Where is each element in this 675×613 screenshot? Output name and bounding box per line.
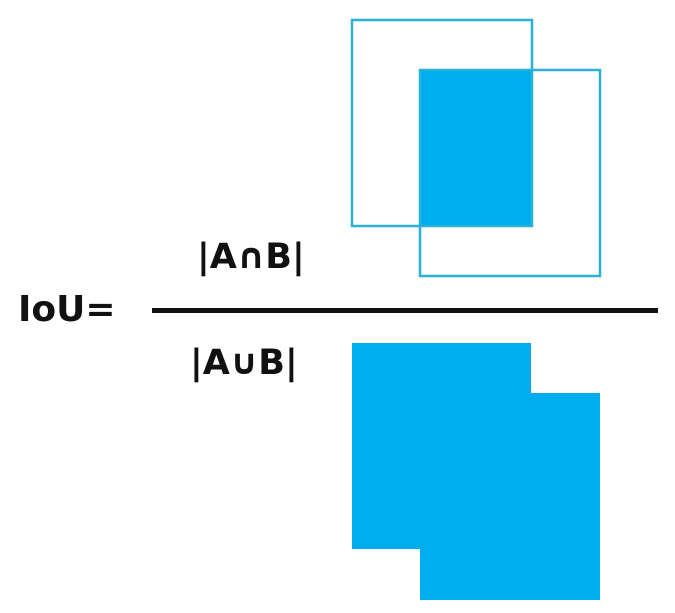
numerator-intersection-label: |A∩B| xyxy=(197,237,305,277)
fraction-bar xyxy=(152,308,658,313)
denominator-union-label: |A∪B| xyxy=(190,343,298,383)
intersection-illustration xyxy=(350,18,602,278)
box-b-outline xyxy=(418,68,602,278)
union-illustration xyxy=(352,343,600,600)
intersection-area xyxy=(420,70,532,226)
union-area xyxy=(352,343,600,600)
box-a-outline xyxy=(350,18,534,228)
iou-formula-label: IoU= xyxy=(18,289,116,330)
